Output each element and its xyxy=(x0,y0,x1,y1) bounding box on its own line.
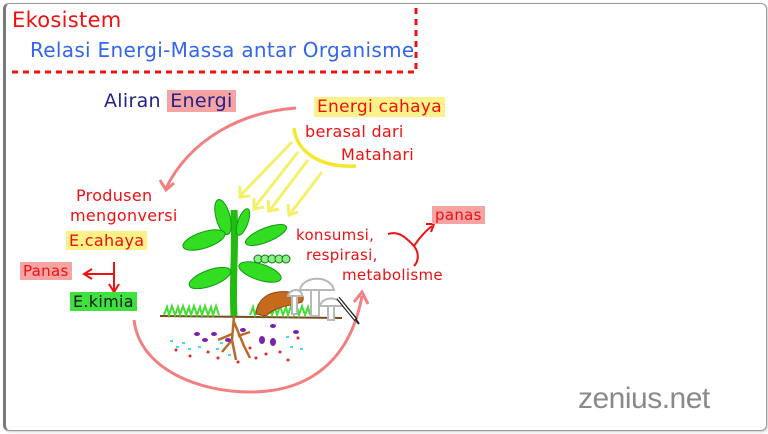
roots-icon xyxy=(217,315,252,361)
page-subtitle: Relasi Energi-Massa antar Organisme xyxy=(30,38,415,62)
sun-note-line1: berasal dari xyxy=(305,122,404,141)
conversion-arrows xyxy=(82,262,120,294)
plant-icon xyxy=(182,199,288,317)
producer-line1: Produsen xyxy=(76,186,153,205)
heat-label-right: panas xyxy=(432,206,485,224)
heat-arrow-right xyxy=(387,225,433,267)
consumer-line3: metabolisme xyxy=(342,266,443,284)
header-dashed-border xyxy=(12,8,418,74)
sun-energy-label: Energi cahaya xyxy=(314,97,445,117)
energy-flow-arrow-top xyxy=(164,106,297,189)
section-heading-prefix: Aliran xyxy=(104,90,161,112)
section-heading: Aliran Energi xyxy=(104,90,236,112)
energy-flow-arrow-bottom xyxy=(132,295,364,394)
sun-rays-icon xyxy=(238,140,324,218)
soil-particles xyxy=(170,324,303,364)
slide-frame xyxy=(3,3,767,431)
brand-logo: zenius.net xyxy=(578,382,710,415)
light-energy-label: E.cahaya xyxy=(66,231,148,250)
sun-arc-icon xyxy=(292,127,357,168)
consumer-line2: respirasi, xyxy=(306,246,378,264)
page-title: Ekosistem xyxy=(12,8,122,32)
mushroom-icon xyxy=(286,277,346,321)
consumer-line1: konsumsi, xyxy=(296,226,375,244)
sun-note-line2: Matahari xyxy=(341,145,415,164)
pen-cursor-icon xyxy=(336,296,360,325)
section-heading-highlight: Energi xyxy=(167,90,236,112)
producer-line2: mengonversi xyxy=(70,206,178,225)
caterpillar-icon xyxy=(253,254,291,264)
heat-label-left: Panas xyxy=(20,262,72,280)
chemical-energy-label: E.kimia xyxy=(70,292,137,311)
